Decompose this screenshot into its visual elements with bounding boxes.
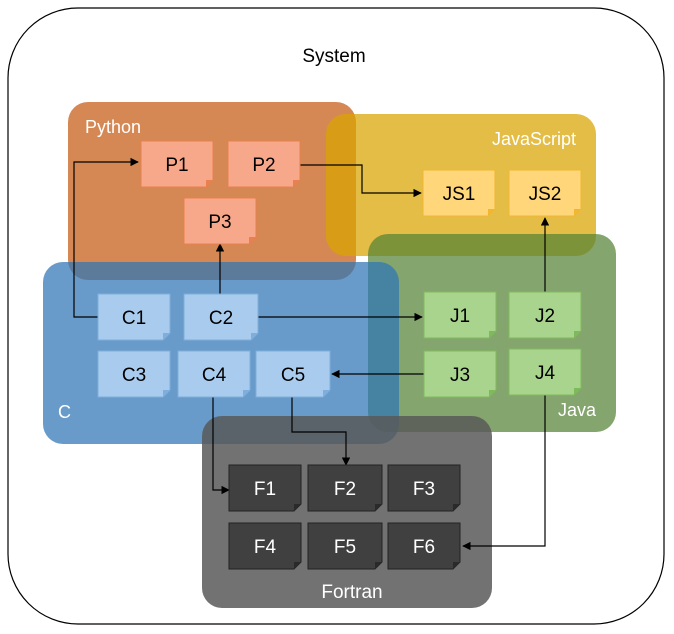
node-f2[interactable]: F2 [307,464,383,512]
node-fold [489,390,496,397]
fortran-group [202,416,492,608]
node-c4[interactable]: C4 [177,350,251,398]
node-c2[interactable]: C2 [183,293,259,341]
node-fold [453,562,460,569]
node-p2[interactable]: P2 [227,140,301,188]
node-label: C1 [122,308,146,329]
node-fold [243,390,250,397]
system-label: System [302,46,365,67]
node-fold [163,333,170,340]
node-label: C4 [202,365,227,386]
node-label: C2 [209,308,233,329]
node-label: F5 [334,537,356,558]
node-js2[interactable]: JS2 [508,169,582,217]
node-label: JS2 [529,184,562,205]
java-label: Java [558,400,597,420]
node-label: F2 [334,479,356,500]
node-label: F6 [413,537,435,558]
c-label: C [58,402,71,422]
node-fold [294,562,301,569]
node-label: JS1 [443,184,476,205]
node-c5[interactable]: C5 [255,350,331,398]
fortran-label: Fortran [321,582,382,603]
node-label: J1 [450,306,470,327]
node-fold [323,390,330,397]
node-fold [375,562,382,569]
node-f6[interactable]: F6 [387,522,461,570]
edge-p2-js1 [300,164,422,198]
node-label: F1 [254,479,276,500]
edge-c5-f2 [291,396,351,466]
javascript-label: JavaScript [492,129,576,149]
node-fold [163,390,170,397]
node-fold [574,331,581,338]
node-label: C5 [281,365,305,386]
node-p1[interactable]: P1 [140,140,214,188]
node-label: C3 [122,365,146,386]
node-fold [294,504,301,511]
node-c3[interactable]: C3 [97,350,171,398]
node-c1[interactable]: C1 [97,293,171,341]
node-p3[interactable]: P3 [183,197,257,245]
node-f4[interactable]: F4 [228,522,302,570]
node-j3[interactable]: J3 [423,350,497,398]
node-j4[interactable]: J4 [508,348,582,396]
node-label: P3 [208,212,231,233]
node-label: J4 [535,363,556,384]
node-label: J3 [450,365,470,386]
edges [73,157,550,551]
node-label: P2 [252,155,275,176]
node-fold [249,237,256,244]
node-fold [251,333,258,340]
python-label: Python [85,117,141,137]
node-fold [574,209,581,216]
node-fold [488,209,495,216]
node-label: F4 [254,537,277,558]
node-fold [293,180,300,187]
node-label: F3 [413,479,435,500]
node-js1[interactable]: JS1 [422,169,496,217]
node-j2[interactable]: J2 [508,291,582,339]
node-fold [206,180,213,187]
node-f3[interactable]: F3 [387,464,461,512]
node-fold [489,331,496,338]
edge-c1-p1 [73,157,139,318]
node-label: J2 [535,306,555,327]
node-f5[interactable]: F5 [307,522,383,570]
node-label: P1 [165,155,188,176]
edge-j4-f6 [462,395,546,551]
node-j1[interactable]: J1 [423,291,497,339]
node-fold [453,504,460,511]
node-fold [375,504,382,511]
node-f1[interactable]: F1 [228,464,302,512]
edge-c4-f1 [212,396,230,495]
node-fold [574,388,581,395]
